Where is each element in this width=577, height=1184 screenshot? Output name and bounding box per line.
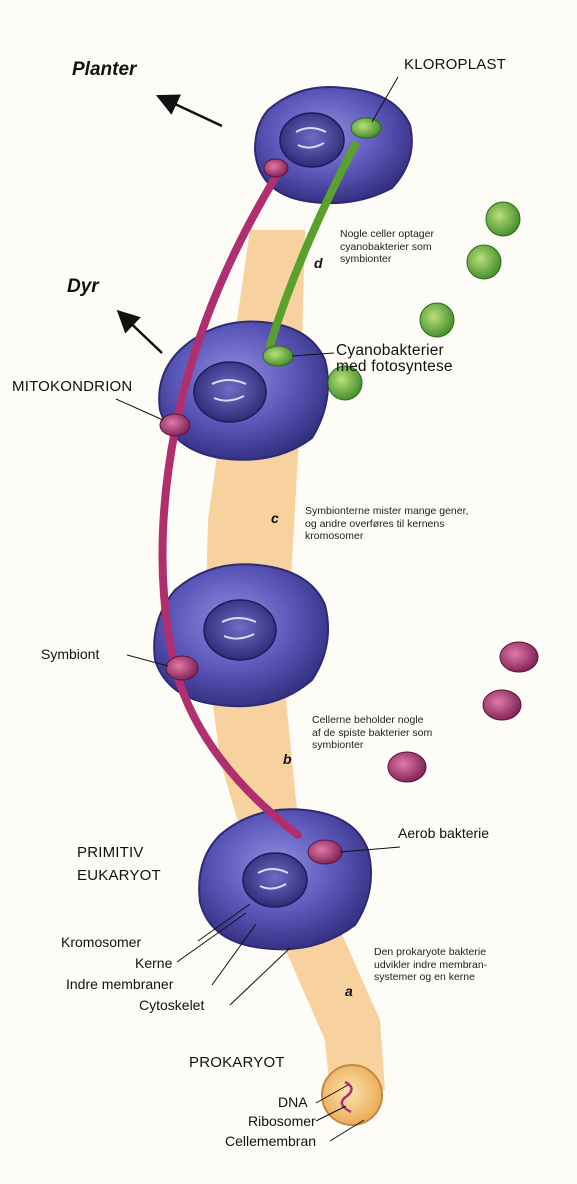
mitochondrion-label: MITOKONDRION <box>12 379 132 396</box>
step-b-label: b <box>283 752 292 767</box>
aerobic-bacterium-label: Aerob bakterie <box>398 826 489 841</box>
symbiont-in-cell <box>166 656 198 680</box>
photosynthesis-label: med fotosyntese <box>336 358 453 375</box>
chloroplast-label: KLOROPLAST <box>404 57 506 74</box>
inner-membranes-label: Indre membraner <box>66 977 173 992</box>
cell-membrane-label: Cellemembran <box>225 1134 316 1149</box>
symbiont-label: Symbiont <box>41 647 99 662</box>
step-a-label: a <box>345 984 353 999</box>
free-cyanobacterium <box>486 202 520 236</box>
caption-step-c: Symbionterne mister mange gener, og andr… <box>305 505 468 543</box>
step-d-label: d <box>314 256 323 271</box>
animal-direction-arrow <box>120 313 162 353</box>
animals-label: Dyr <box>67 277 99 298</box>
chromosomes-label: Kromosomer <box>61 935 141 950</box>
free-cyanobacterium <box>467 245 501 279</box>
dna-label: DNA <box>278 1095 308 1110</box>
primitive-label: PRIMITIV <box>77 845 144 862</box>
ribosomes-label: Ribosomer <box>248 1114 316 1129</box>
caption-step-a: Den prokaryote bakterie udvikler indre m… <box>374 946 487 984</box>
free-aerobic-bacterium <box>483 690 521 720</box>
cytoskeleton-label: Cytoskelet <box>139 998 204 1013</box>
aerobic-bacterium-in-cell <box>308 840 342 864</box>
chloroplast-in-plant-cell <box>351 118 381 138</box>
plant-direction-arrow <box>160 97 222 126</box>
prokaryote-label: PROKARYOT <box>189 1055 285 1072</box>
caption-step-d: Nogle celler optager cyanobakterier som … <box>340 228 434 266</box>
plants-label: Planter <box>72 60 136 81</box>
step-c-label: c <box>271 511 279 526</box>
eukaryote-label: EUKARYOT <box>77 868 161 885</box>
free-aerobic-bacterium <box>500 642 538 672</box>
free-cyanobacterium <box>420 303 454 337</box>
free-aerobic-bacterium <box>388 752 426 782</box>
nucleus-label: Kerne <box>135 956 172 971</box>
mitochondrion-in-animal-cell <box>160 414 190 436</box>
caption-step-b: Cellerne beholder nogle af de spiste bak… <box>312 714 432 752</box>
mitochondrion-in-plant-cell <box>264 159 288 177</box>
cyanobacteria-label: Cyanobakterier <box>336 342 444 359</box>
cyanobacterium-in-animal-cell <box>263 346 293 366</box>
